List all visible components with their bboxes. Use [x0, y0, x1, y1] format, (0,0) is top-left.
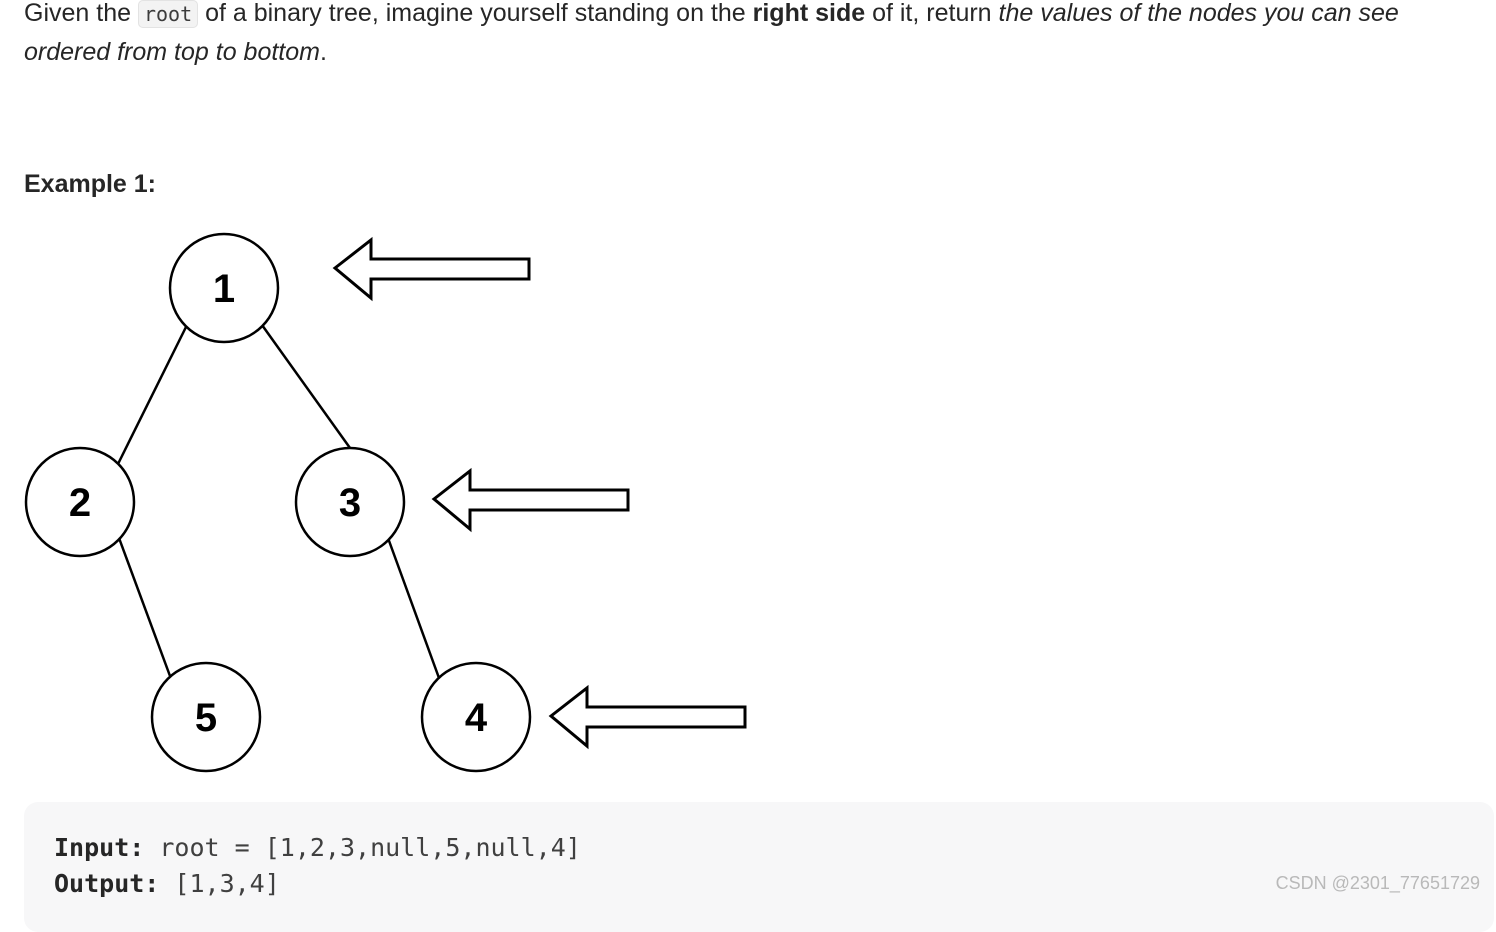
edge-2-5: [117, 537, 172, 677]
problem-description: Given the root of a binary tree, imagine…: [24, 0, 1484, 71]
left-arrow-level-2: [431, 467, 630, 533]
tree-node-4: 4: [420, 661, 532, 773]
tree-node-2-label: 2: [69, 481, 91, 525]
example-input-line: Input: root = [1,2,3,null,5,null,4]: [54, 830, 581, 866]
example-code-block: Input: root = [1,2,3,null,5,null,4] Outp…: [24, 802, 1494, 932]
intro-text-3: of it, return: [865, 0, 999, 27]
emphasis-return-values: the values of the nodes you can see orde…: [24, 0, 1399, 66]
csdn-watermark: CSDN @2301_77651729: [1275, 873, 1480, 893]
example-heading: Example 1:: [24, 170, 157, 198]
edge-3-4: [386, 537, 441, 679]
input-value: root = [1,2,3,null,5,null,4]: [144, 833, 581, 862]
output-value: [1,3,4]: [159, 869, 280, 898]
tree-node-3-label: 3: [339, 481, 361, 525]
intro-text: Given the: [24, 0, 138, 27]
tree-node-1-label: 1: [213, 267, 235, 311]
code-root: root: [137, 0, 199, 28]
output-label: Output:: [54, 869, 160, 898]
input-label: Input:: [54, 833, 145, 862]
binary-tree-svg: 1 2 3 5 4: [24, 232, 747, 773]
left-arrow-level-3: [548, 684, 747, 750]
tree-node-3: 3: [294, 446, 406, 558]
tree-node-4-label: 4: [465, 696, 488, 740]
tree-node-5-label: 5: [195, 696, 217, 740]
emphasis-right-side: right side: [752, 0, 866, 27]
intro-period: .: [319, 38, 327, 66]
intro-text-2: of a binary tree, imagine yourself stand…: [198, 0, 753, 27]
tree-node-2: 2: [24, 446, 136, 558]
edge-1-3: [260, 324, 352, 449]
tree-node-1: 1: [168, 232, 280, 344]
edge-1-2: [116, 326, 188, 465]
tree-node-5: 5: [150, 661, 262, 773]
left-arrow-level-1: [332, 236, 531, 302]
example-output-line: Output: [1,3,4]: [54, 866, 280, 902]
binary-tree-diagram: 1 2 3 5 4: [0, 220, 780, 780]
